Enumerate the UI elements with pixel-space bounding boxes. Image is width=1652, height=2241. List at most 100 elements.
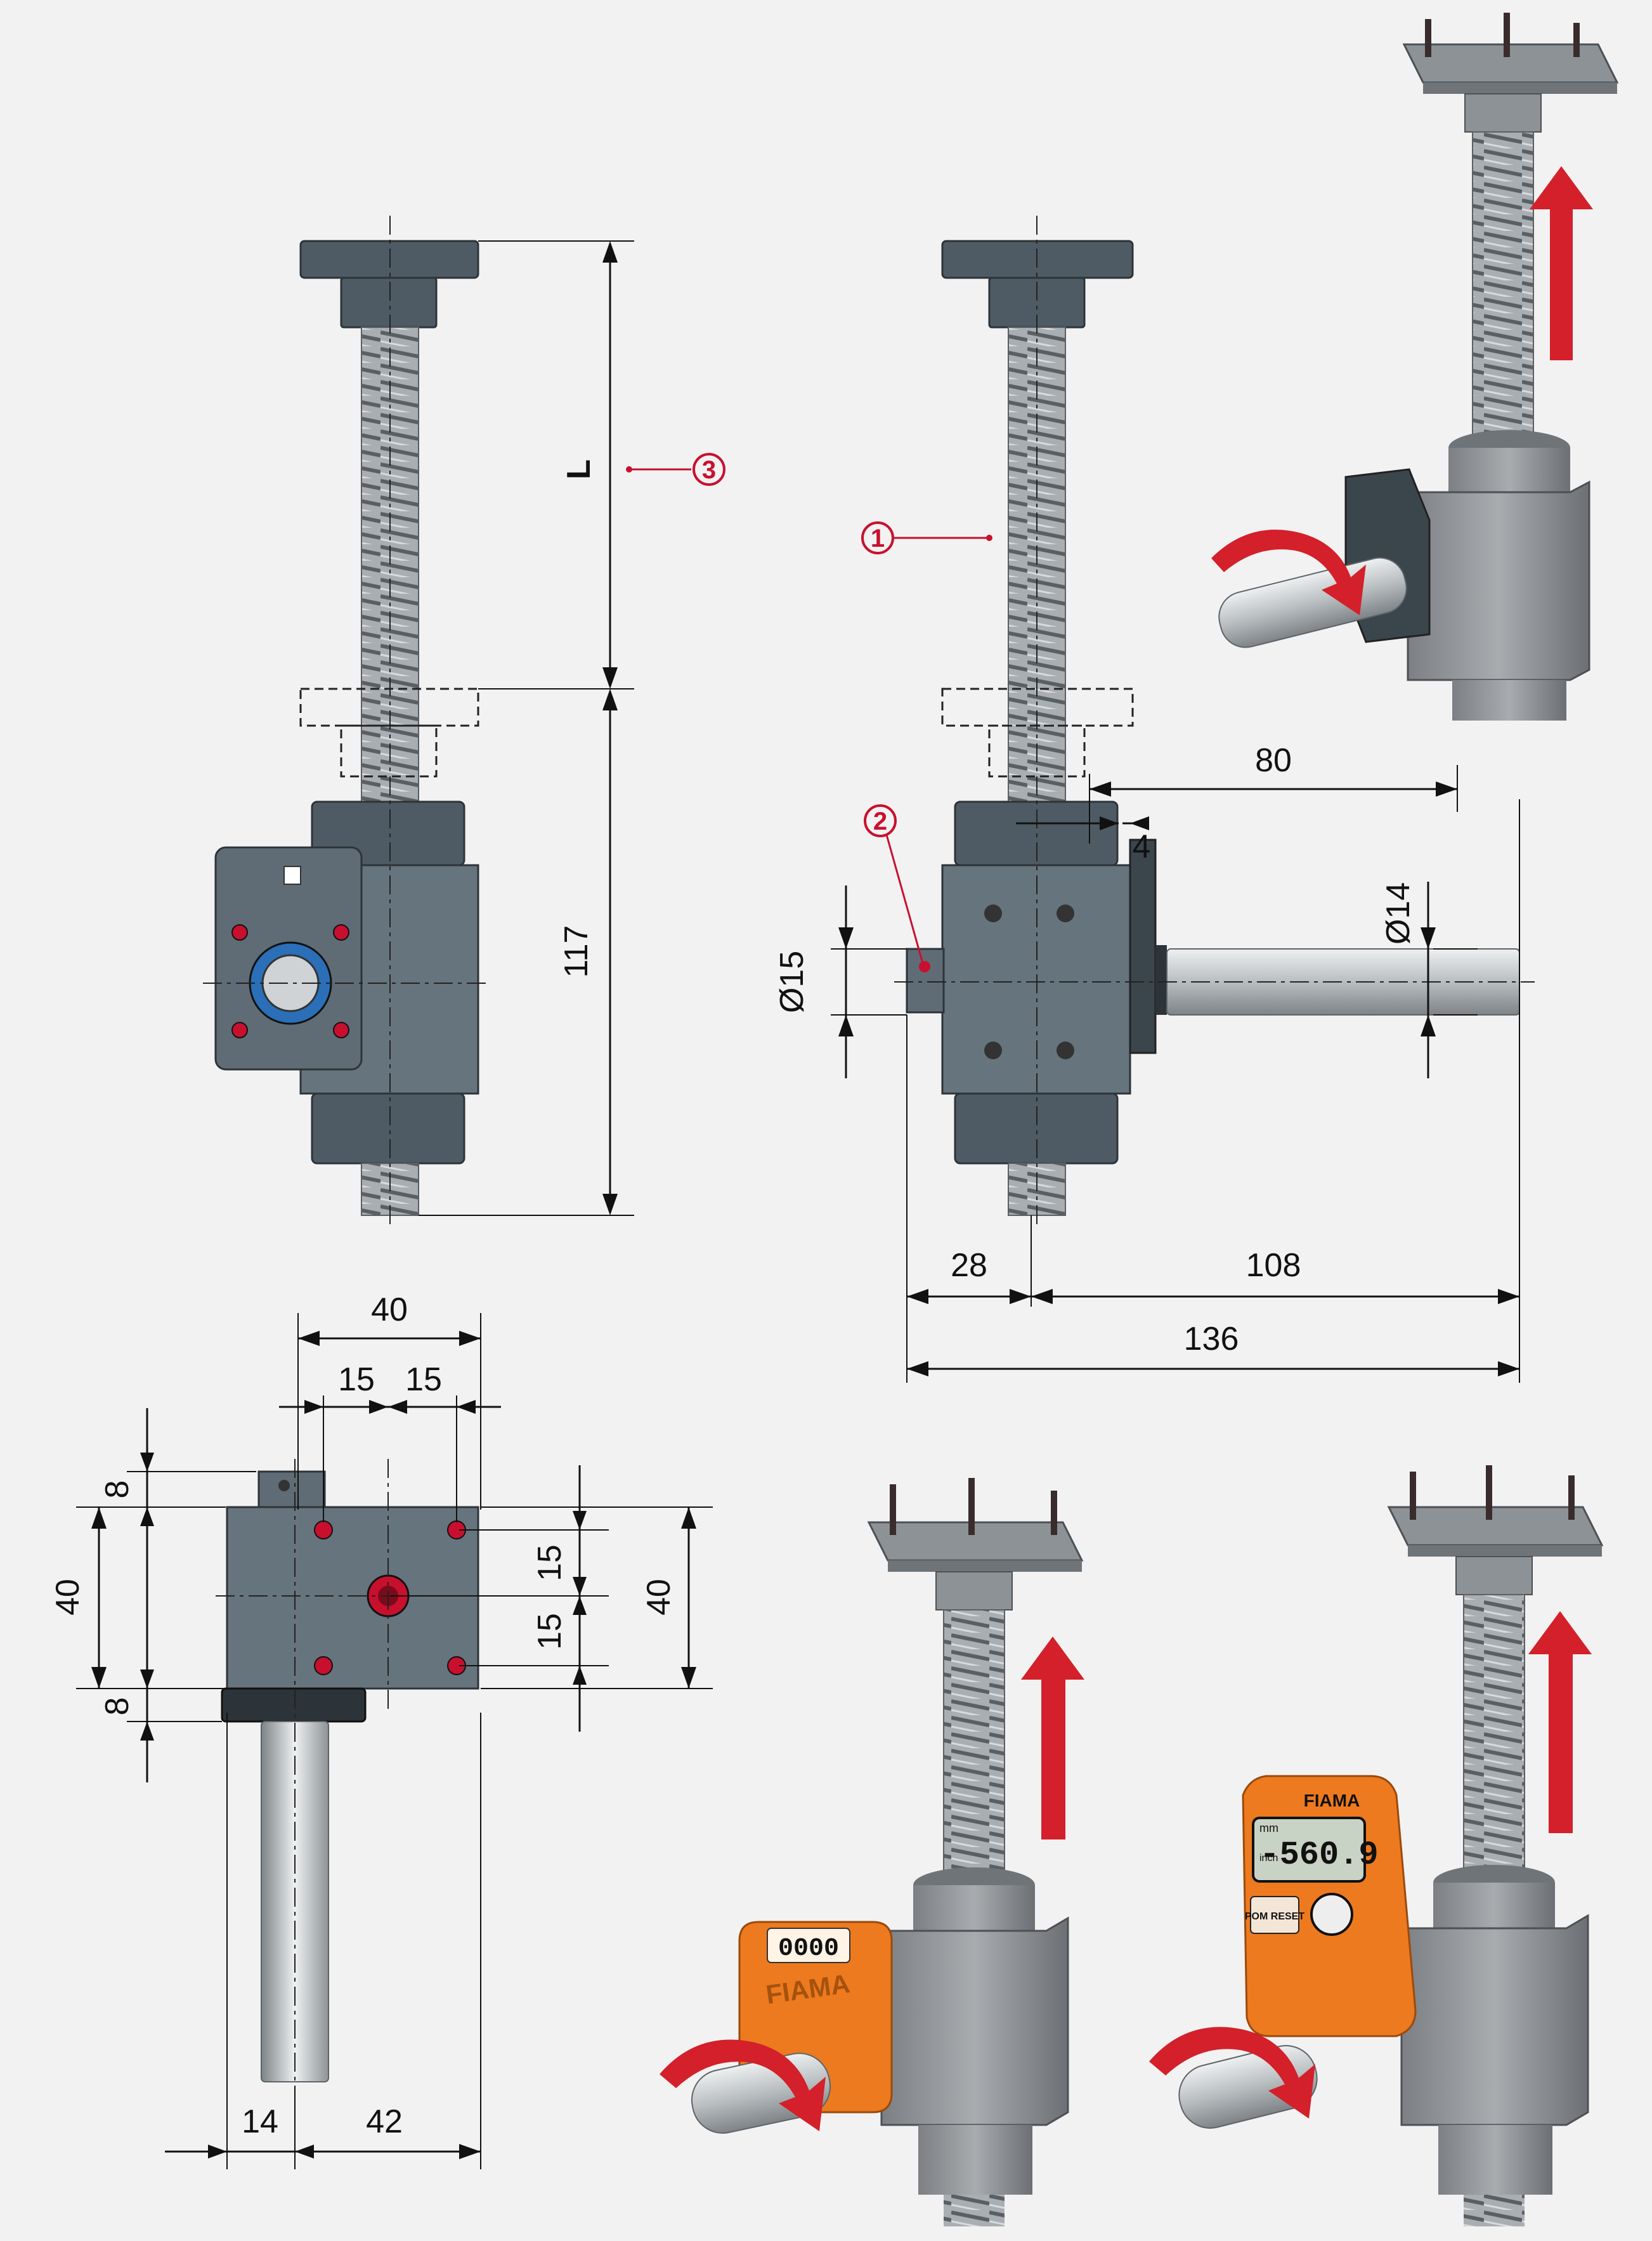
top-plate-edge xyxy=(1423,82,1617,94)
side-flange-plate xyxy=(1129,839,1157,1054)
grease-nipple xyxy=(919,961,930,972)
arrowhead xyxy=(369,1400,388,1414)
isometric-view-basic xyxy=(1211,13,1619,721)
arrowhead xyxy=(459,2144,481,2159)
arrowhead xyxy=(304,1400,323,1414)
top-plate-edge xyxy=(888,1560,1082,1572)
housing-bottom xyxy=(918,2125,1032,2195)
dimension-117-label: 117 xyxy=(558,925,595,978)
lcd-display xyxy=(1252,1817,1366,1883)
flange-bearing xyxy=(1155,945,1167,1015)
housing-bolt xyxy=(1057,1042,1074,1059)
rotation-arrow xyxy=(660,2039,826,2131)
housing-collar-side xyxy=(1433,1883,1555,1928)
arrowhead xyxy=(91,1667,107,1689)
arrowhead xyxy=(907,1289,928,1304)
arrowhead xyxy=(1100,816,1119,830)
dimension-4-label: 4 xyxy=(1133,828,1151,865)
arrowhead xyxy=(1421,927,1436,949)
isometric-view-digital-counter: FIAMA mm inch -560.9 POM RESET xyxy=(1149,1465,1604,2226)
reset-button[interactable] xyxy=(1250,1896,1299,1934)
lcd-reading: -560.9 xyxy=(1259,1836,1378,1874)
rotation-arrow xyxy=(1211,530,1366,615)
callout-2: 2 xyxy=(873,807,887,835)
dimension-42-label: 42 xyxy=(366,2103,403,2140)
dimension-80-label: 80 xyxy=(1255,742,1292,779)
arrowhead xyxy=(681,1507,696,1529)
housing-collar-side xyxy=(1448,448,1570,492)
housing-bolt xyxy=(1057,905,1074,922)
arrowhead xyxy=(573,1577,587,1596)
flange-hole xyxy=(333,924,349,941)
mount-hole xyxy=(314,1656,333,1675)
lcd-unit-mm: mm xyxy=(1259,1822,1278,1834)
callout-dot xyxy=(986,535,992,541)
arrowhead xyxy=(573,1666,587,1685)
top-view: 40 15 15 8 8 40 xyxy=(49,1291,713,2169)
arrowhead xyxy=(1436,781,1457,797)
arrowhead xyxy=(602,1194,618,1215)
arrowhead xyxy=(140,1453,154,1472)
dimension-28-label: 28 xyxy=(951,1247,987,1284)
arrowhead xyxy=(573,1511,587,1530)
dimension-L-label: L xyxy=(561,459,597,480)
plate-hub xyxy=(1455,1556,1533,1595)
arrowhead xyxy=(1089,781,1111,797)
arrowhead xyxy=(1498,1361,1519,1376)
housing-bolt xyxy=(984,1042,1002,1059)
dimension-dia14-label: Ø14 xyxy=(1380,882,1417,944)
housing-collar-side xyxy=(913,1885,1035,1931)
top-plate xyxy=(1402,43,1619,84)
arrowhead xyxy=(602,689,618,710)
flange-hole xyxy=(333,1022,349,1038)
side-view: 1 2 80 4 Ø14 Ø15 xyxy=(774,216,1535,1383)
dimension-15-a-label: 15 xyxy=(338,1361,375,1398)
plate-hub xyxy=(935,1571,1013,1611)
dimension-108-label: 108 xyxy=(1246,1247,1301,1284)
plate-hub xyxy=(1464,93,1542,133)
top-plate-edge xyxy=(1408,1545,1602,1557)
flange-hole xyxy=(231,924,248,941)
arrowhead xyxy=(1031,1289,1053,1304)
arrowhead xyxy=(1498,1289,1519,1304)
rear-stub xyxy=(257,1470,326,1508)
callout-circle xyxy=(864,804,897,837)
callout-1: 1 xyxy=(871,525,885,552)
arrowhead xyxy=(459,1331,481,1346)
grease-nipple xyxy=(278,1480,290,1491)
arrowhead xyxy=(140,1722,154,1741)
dimension-15-right-a-label: 15 xyxy=(531,1545,568,1581)
housing-bottom xyxy=(1438,2125,1552,2195)
dimension-14-label: 14 xyxy=(242,2103,278,2140)
dimension-40-top-label: 40 xyxy=(371,1291,408,1328)
arrowhead xyxy=(298,1331,320,1346)
arrowhead xyxy=(295,2145,314,2159)
arrowhead xyxy=(838,1015,854,1036)
isometric-view-mechanical-counter: 0000 FIAMA xyxy=(660,1478,1084,2226)
housing xyxy=(1407,480,1590,681)
arrowhead xyxy=(140,1507,154,1526)
screw-stub xyxy=(1464,2195,1525,2226)
dimension-40-left-label: 40 xyxy=(49,1579,86,1616)
lcd-unit-inch: inch xyxy=(1259,1853,1278,1864)
counter-digits: 0000 xyxy=(778,1935,839,1963)
housing-bottom xyxy=(1452,680,1566,721)
arrowhead xyxy=(602,667,618,689)
housing-top-view xyxy=(226,1506,479,1690)
top-plate-hub xyxy=(340,277,438,329)
housing xyxy=(1400,1914,1589,2126)
dimension-dia15-label: Ø15 xyxy=(774,951,810,1013)
arrowhead xyxy=(1010,1289,1031,1304)
dimension-8-bottom-label: 8 xyxy=(99,1697,136,1716)
housing-bottom xyxy=(311,1092,465,1165)
callout-circle xyxy=(693,453,725,486)
arrowhead xyxy=(140,1669,154,1689)
callout-leader xyxy=(885,834,925,966)
callout-dot xyxy=(626,466,632,473)
arrowhead xyxy=(681,1667,696,1689)
mount-hole xyxy=(314,1520,333,1539)
lift-arrow xyxy=(1530,166,1593,360)
counter-window xyxy=(767,1928,850,1963)
lift-arrow xyxy=(1021,1637,1084,1839)
